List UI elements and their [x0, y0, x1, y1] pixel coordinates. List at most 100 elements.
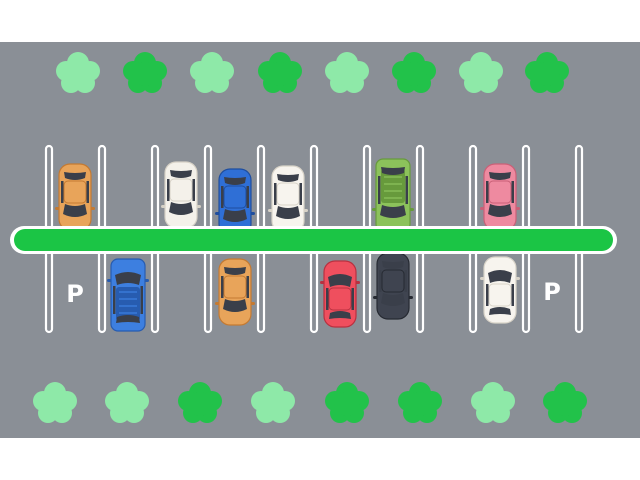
cars-bottom-row [107, 252, 520, 332]
car-windshield [488, 204, 512, 217]
car-windshield [488, 270, 512, 283]
tree-blob [481, 392, 505, 416]
tree-blob [535, 62, 559, 86]
car-rear-window [224, 177, 246, 185]
tree-blob [408, 392, 432, 416]
car-side-window [404, 270, 407, 292]
car-icon [215, 168, 255, 236]
car-rear-window [489, 172, 511, 180]
car-side-window [113, 286, 116, 314]
tree-blob [469, 62, 493, 86]
car-side-window [221, 276, 224, 298]
tree-icon [471, 382, 515, 423]
car-rear-window [116, 315, 140, 323]
tree-icon [33, 382, 77, 423]
car-side-window [378, 176, 381, 204]
car-roof [169, 178, 193, 202]
tree-icon [325, 382, 369, 423]
parking-sign-label: P [543, 278, 561, 306]
car-windshield [169, 202, 193, 215]
van-icon [372, 158, 414, 232]
car-icon [161, 161, 201, 229]
car-rear-window [329, 311, 351, 319]
car-windshield [223, 209, 247, 222]
tree-blob [188, 392, 212, 416]
car-side-window [221, 186, 224, 208]
car-side-window [326, 288, 329, 310]
tree-icon [543, 382, 587, 423]
car-side-window [379, 270, 382, 292]
car-side-window [61, 181, 64, 203]
tree-blob [335, 392, 359, 416]
car-icon [320, 260, 360, 328]
median-strip [10, 226, 617, 254]
tree-icon [56, 52, 100, 93]
tree-icon [251, 382, 295, 423]
parking-sign-left: P [66, 280, 84, 308]
car-side-window [351, 288, 354, 310]
car-windshield [223, 299, 247, 312]
car-side-window [405, 176, 408, 204]
tree-blob [268, 62, 292, 86]
car-rear-window [277, 174, 299, 182]
car-roof [223, 185, 247, 209]
car-icon [373, 252, 413, 320]
tree-icon [258, 52, 302, 93]
car-windshield [115, 272, 141, 285]
car-rear-window [382, 261, 404, 269]
tree-blob [133, 62, 157, 86]
trees-top-row [56, 52, 569, 93]
car-icon [480, 256, 520, 324]
tree-icon [459, 52, 503, 93]
car-icon [215, 258, 255, 326]
tree-icon [392, 52, 436, 93]
car-side-window [140, 286, 143, 314]
car-windshield [63, 204, 87, 217]
car-rear-window [170, 170, 192, 178]
tree-blob [66, 62, 90, 86]
parking-sign-right: P [543, 278, 561, 306]
cars-top-row [55, 158, 520, 236]
tree-blob [402, 62, 426, 86]
car-roof [381, 269, 405, 293]
car-side-window [86, 181, 89, 203]
car-icon [268, 165, 308, 233]
median-grass [14, 229, 613, 251]
van-icon [107, 258, 149, 332]
tree-icon [325, 52, 369, 93]
tree-blob [200, 62, 224, 86]
car-side-window [486, 284, 489, 306]
car-windshield [380, 205, 406, 218]
parking-sign-label: P [66, 280, 84, 308]
trees-bottom-row [33, 382, 587, 423]
car-windshield [276, 206, 300, 219]
tree-blob [553, 392, 577, 416]
car-roof [328, 287, 352, 311]
tree-icon [525, 52, 569, 93]
car-side-window [246, 186, 249, 208]
tree-blob [335, 62, 359, 86]
car-rear-window [381, 167, 405, 175]
parking-lot-illustration: P P [0, 42, 640, 438]
car-rear-window [224, 267, 246, 275]
car-side-window [299, 183, 302, 205]
car-rear-window [64, 172, 86, 180]
car-side-window [274, 183, 277, 205]
tree-blob [261, 392, 285, 416]
tree-icon [190, 52, 234, 93]
tree-icon [123, 52, 167, 93]
car-side-window [167, 179, 170, 201]
car-side-window [192, 179, 195, 201]
car-roof [63, 180, 87, 204]
car-roof [488, 180, 512, 204]
car-roof [223, 275, 247, 299]
car-icon [55, 163, 95, 231]
car-side-window [511, 181, 514, 203]
tree-icon [178, 382, 222, 423]
tree-blob [43, 392, 67, 416]
parking-lot-canvas: P P [0, 42, 640, 438]
car-rear-window [489, 307, 511, 315]
car-roof [488, 283, 512, 307]
tree-icon [398, 382, 442, 423]
car-side-window [246, 276, 249, 298]
